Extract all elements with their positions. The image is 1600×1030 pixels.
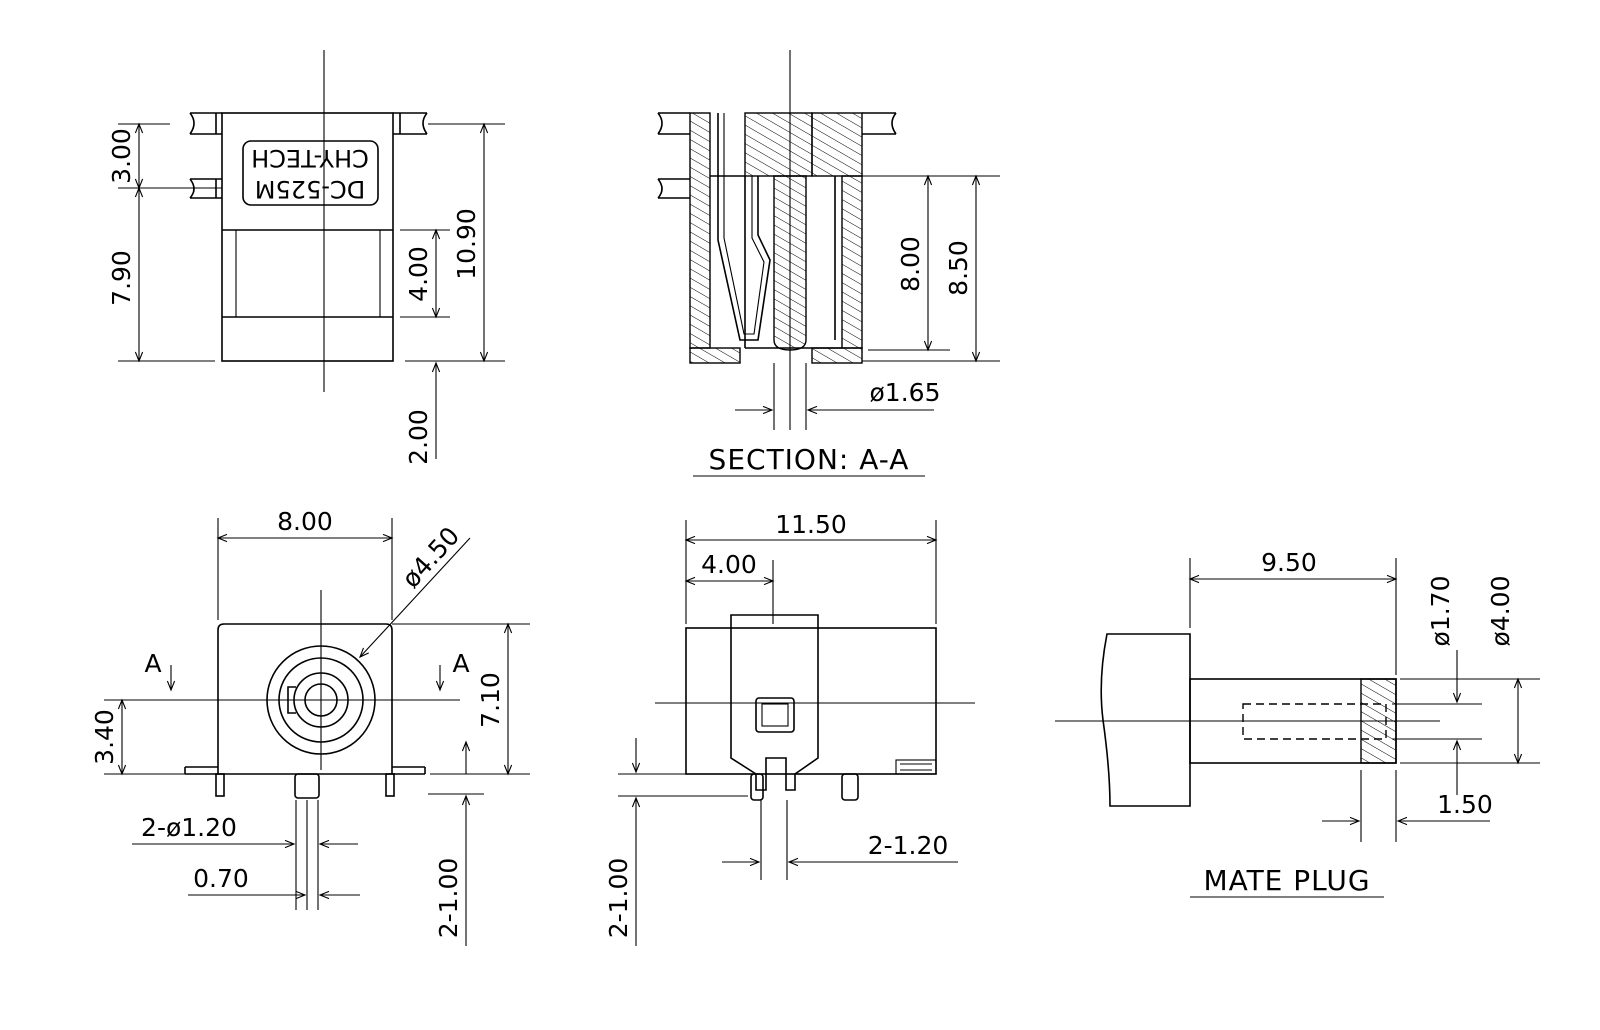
- section-marker-right: A: [452, 649, 469, 678]
- section-marker-left: A: [144, 649, 161, 678]
- dim-10-90: 10.90: [452, 208, 481, 280]
- top-view-body: [221, 112, 394, 362]
- dim-4-00-side: 4.00: [701, 550, 757, 579]
- dim-pin-len-front: 2-1.00: [434, 858, 463, 939]
- dim-0-70: 0.70: [193, 864, 249, 893]
- mate-plug-view: 9.50 ø1.70 ø4.00 1.50 MATE PLUG: [1055, 548, 1540, 898]
- top-view: DC-525M CHY-TECH 3.00 7.90 4.00 10.90 2.…: [107, 50, 505, 465]
- top-lug-left-lower: [189, 178, 222, 199]
- dim-8-50: 8.50: [944, 240, 973, 296]
- top-lug-left-upper: [189, 112, 222, 135]
- dim-3-40: 3.40: [90, 709, 119, 765]
- dim-7-10: 7.10: [476, 672, 505, 728]
- dim-pin-len-side: 2-1.00: [604, 858, 633, 939]
- dim-pin-dia-section: ø1.65: [870, 378, 941, 407]
- dim-8-00-section: 8.00: [896, 236, 925, 292]
- marking-model: DC-525M: [255, 175, 365, 203]
- dim-11-50: 11.50: [775, 510, 847, 539]
- dim-7-90: 7.90: [107, 250, 136, 306]
- side-view: 11.50 4.00 2-1.20 2-1.00: [604, 510, 975, 946]
- dim-outer-dia: ø4.00: [1486, 576, 1515, 647]
- section-spring-contact: [717, 113, 771, 341]
- dim-pin-width-side: 2-1.20: [868, 831, 949, 860]
- marking-plate: [242, 140, 379, 206]
- dim-2-00: 2.00: [404, 409, 433, 465]
- front-view: A A 8.00 ø4.50 7.10 3.40 2-ø1.20 0.70 2-…: [90, 507, 530, 946]
- mate-plug-handle: [1100, 633, 1191, 807]
- dim-4-00-top: 4.00: [404, 246, 433, 302]
- dim-8-00-front: 8.00: [277, 507, 333, 536]
- side-shell: [730, 614, 819, 775]
- side-body: [685, 627, 937, 775]
- dim-hole-dia: ø4.50: [396, 521, 465, 593]
- section-view: 8.00 8.50 ø1.65 SECTION: A-A: [657, 50, 1000, 477]
- top-lug-right: [393, 112, 428, 135]
- dim-3-00: 3.00: [107, 128, 136, 184]
- marking-brand: CHY-TECH: [251, 144, 369, 172]
- dim-1-50: 1.50: [1437, 790, 1493, 819]
- dim-pin-dia-front: 2-ø1.20: [141, 813, 237, 842]
- front-pin: [294, 773, 320, 799]
- mate-plug-title: MATE PLUG: [1203, 864, 1370, 897]
- side-marker-block: [895, 759, 937, 775]
- side-window: [755, 697, 795, 733]
- dim-inner-dia: ø1.70: [1426, 576, 1455, 647]
- front-body: [217, 623, 393, 774]
- dim-9-50: 9.50: [1261, 548, 1317, 577]
- section-title: SECTION: A-A: [709, 443, 910, 476]
